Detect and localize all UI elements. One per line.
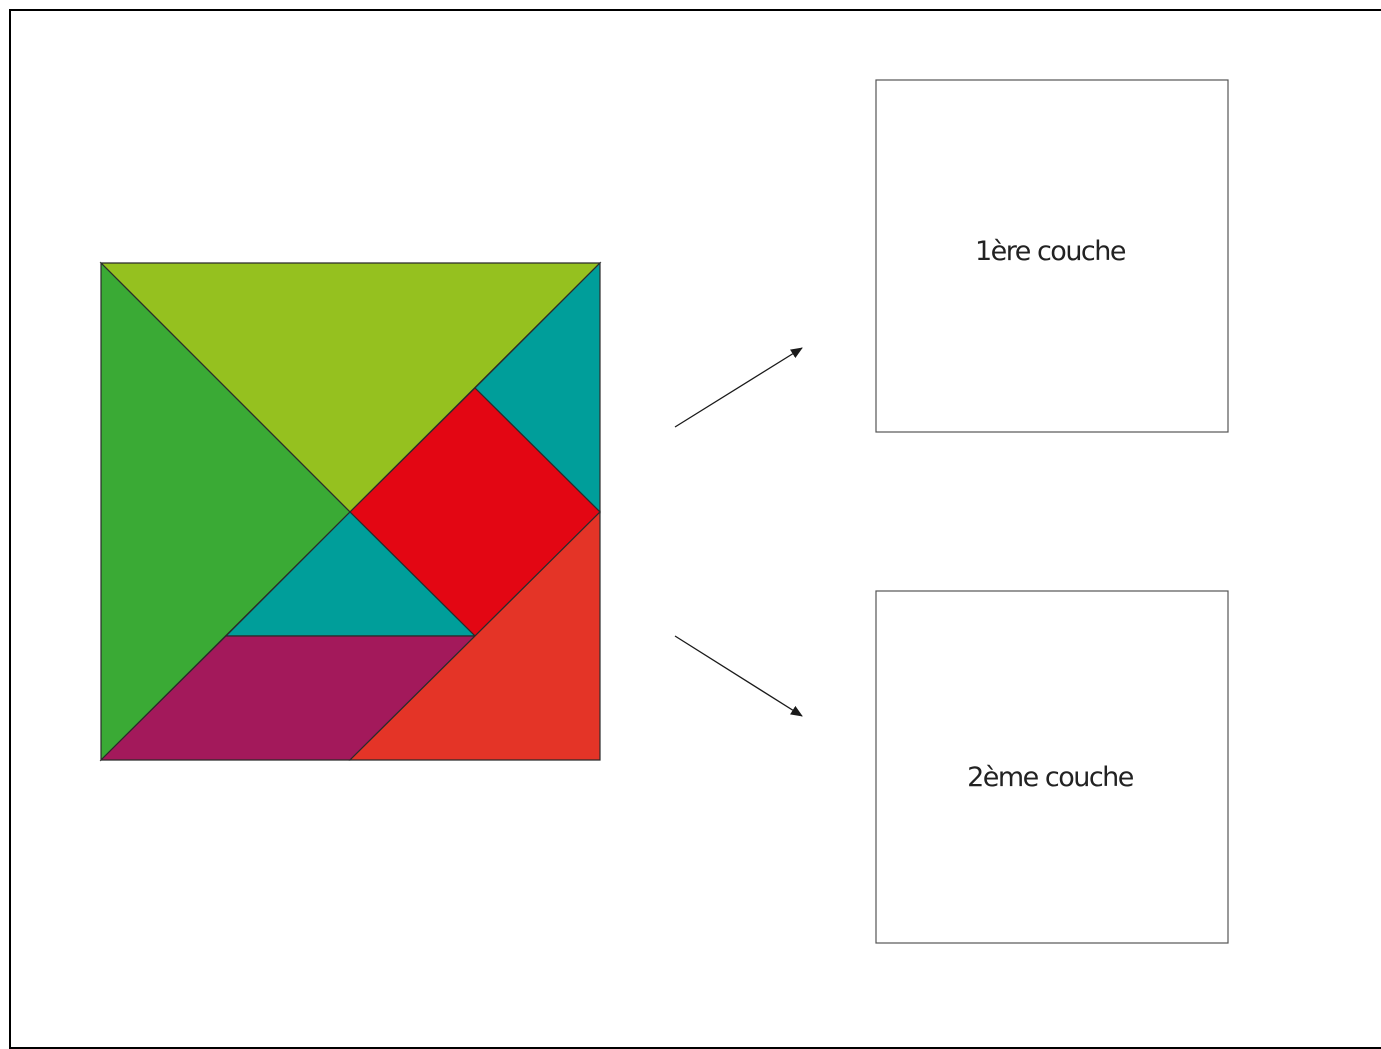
tangram-square [99,261,602,762]
arrow-to-first-layer [674,347,803,428]
medium-triangle-piece [348,510,601,761]
layer-box-first: 1ère couche [875,79,1229,433]
arrow-to-second-layer [674,635,803,717]
layer-box-first-border [875,79,1229,433]
layer-box-second: 2ème couche [875,590,1229,944]
layer-label-second: 2ème couche [967,762,1134,793]
layer-label-first: 1ère couche [975,236,1126,267]
layer-box-second-border [875,590,1229,944]
